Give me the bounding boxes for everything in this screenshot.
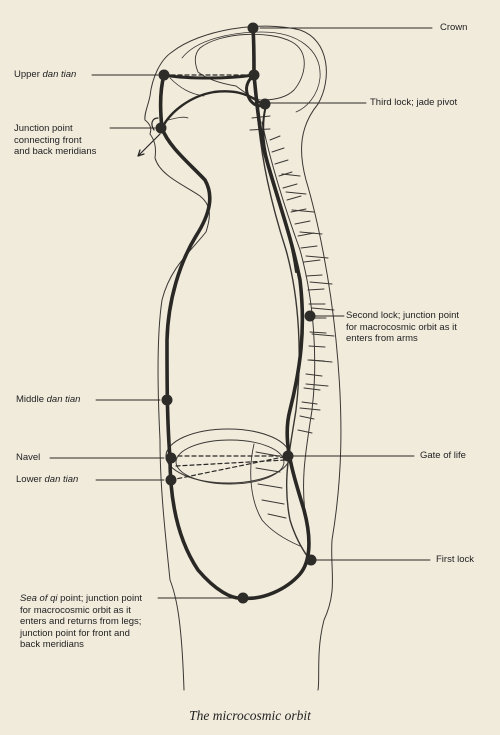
- node-third-lock: [259, 98, 271, 110]
- node-second-lock: [304, 310, 316, 322]
- node-gate-of-life: [282, 450, 294, 462]
- node-crown: [247, 22, 259, 34]
- junction-arrow-up: [151, 117, 159, 131]
- label-lower-dan-tian: Lower dan tian: [16, 474, 79, 485]
- spine: [249, 115, 335, 561]
- label-gate-of-life: Gate of life: [420, 450, 466, 461]
- label-crown: Crown: [440, 22, 468, 33]
- front-meridian: [158, 73, 246, 600]
- figure-caption: The microcosmic orbit: [189, 708, 311, 723]
- leader-lines: [49, 27, 433, 599]
- back-meridian: [242, 28, 311, 601]
- brain-outline: [194, 33, 305, 101]
- node-navel: [165, 452, 177, 464]
- abdomen-ellipse-inner: [175, 439, 285, 485]
- orbit-nodes: [155, 22, 317, 604]
- label-middle-dan-tian: Middle dan tian: [16, 394, 81, 405]
- node-head-back: [248, 69, 260, 81]
- label-sea-of-qi: Sea of qi point; junction point for macr…: [20, 593, 143, 650]
- node-upper-dan-tian: [158, 69, 170, 81]
- skull-inner: [181, 31, 321, 113]
- head-loop-lower: [160, 90, 264, 130]
- label-navel: Navel: [16, 452, 41, 463]
- node-first-lock: [305, 554, 317, 566]
- label-second-lock: Second lock; junction point for macrocos…: [346, 310, 460, 344]
- node-sea-of-qi: [237, 592, 249, 604]
- node-lower-dan-tian: [165, 474, 177, 486]
- junction-arrow-down: [137, 133, 161, 157]
- body-outline-front: [144, 51, 210, 691]
- body-outline-back: [171, 25, 342, 691]
- label-upper-dan-tian: Upper dan tian: [14, 69, 77, 80]
- label-junction-point: Junction point connecting front and back…: [14, 123, 97, 157]
- back-meridian-inner: [262, 105, 297, 273]
- dashed-guides: [163, 29, 289, 481]
- head-loop: [162, 73, 268, 108]
- label-third-lock: Third lock; jade pivot: [370, 97, 458, 108]
- node-junction-face: [155, 122, 167, 134]
- label-first-lock: First lock: [436, 554, 474, 565]
- node-middle-dan-tian: [161, 394, 173, 406]
